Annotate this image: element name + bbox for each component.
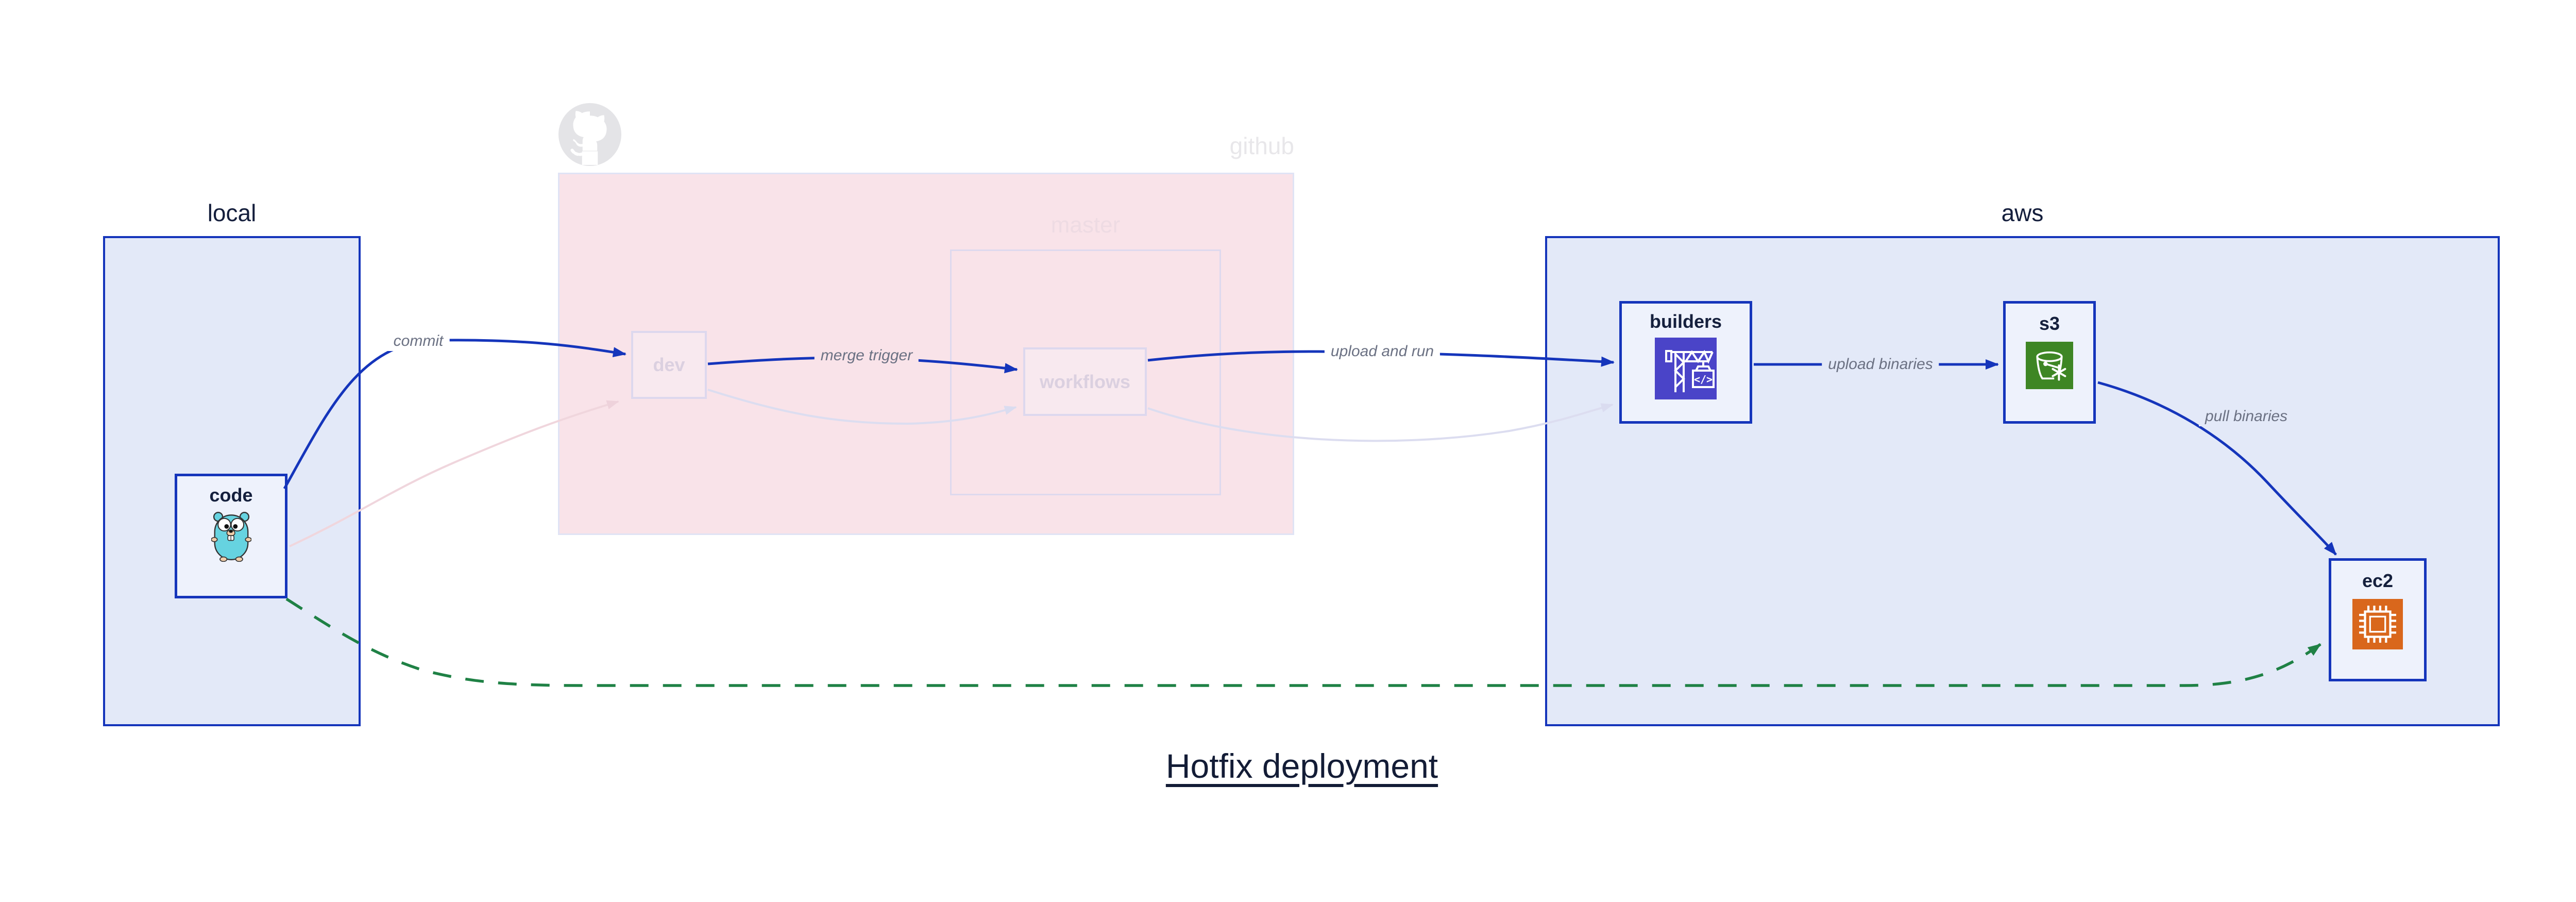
master-branch-label: master (1050, 212, 1121, 238)
github-logo-icon (558, 103, 621, 166)
svg-text:</>: </> (1694, 373, 1713, 386)
edge-label-pull-binaries: pull binaries (2198, 407, 2294, 426)
node-ec2-label: ec2 (2362, 570, 2394, 591)
s3-glacier-bucket-icon (2026, 342, 2073, 389)
node-dev: dev (631, 331, 707, 399)
node-builders: builders </> (1619, 301, 1752, 424)
node-s3-label: s3 (2039, 313, 2060, 334)
node-workflows-label: workflows (1039, 371, 1131, 392)
node-workflows: workflows (1023, 347, 1147, 416)
ec2-chip-icon (2352, 599, 2403, 649)
edge-label-upload-and-run: upload and run (1324, 342, 1440, 361)
diagram-title: Hotfix deployment (0, 746, 2576, 786)
node-code-label: code (209, 485, 253, 506)
edge-label-merge-trigger: merge trigger (814, 346, 919, 365)
edge-label-commit: commit (387, 331, 450, 351)
edge-label-upload-binaries: upload binaries (1822, 355, 1939, 374)
master-branch-box (950, 249, 1221, 495)
node-s3: s3 (2003, 301, 2096, 424)
aws-container-label: aws (2001, 199, 2044, 226)
node-code: code (175, 474, 287, 598)
diagram-title-text: Hotfix deployment (1165, 747, 1438, 785)
node-builders-label: builders (1649, 311, 1722, 332)
local-container-label: local (207, 199, 257, 226)
github-container-label: github (1229, 132, 1294, 159)
node-ec2: ec2 (2329, 558, 2427, 681)
node-dev-label: dev (653, 354, 685, 375)
codebuild-crane-icon: </> (1655, 338, 1717, 399)
go-gopher-icon (211, 512, 251, 562)
